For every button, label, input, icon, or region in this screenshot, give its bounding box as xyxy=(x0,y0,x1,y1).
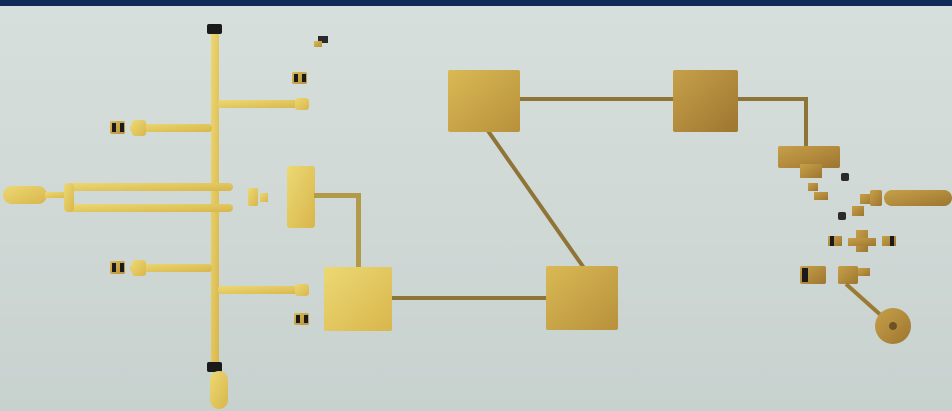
tap-small-pad-b xyxy=(260,193,268,202)
tap-block-trace xyxy=(314,193,360,198)
output-chip xyxy=(890,236,894,246)
tap-small-pad-a xyxy=(248,188,258,206)
spine-bottom-tail xyxy=(210,371,228,409)
output-chip xyxy=(870,190,882,206)
via-chip xyxy=(112,263,116,272)
output-chip xyxy=(841,173,849,181)
square-pad-bottom-right xyxy=(546,266,618,330)
input-feed-line xyxy=(45,192,70,198)
spine-bottom-pad xyxy=(207,362,222,372)
left-feed-network xyxy=(3,24,309,409)
upper-left-stub-head xyxy=(132,120,146,136)
vertical-spine-line xyxy=(211,30,219,370)
via-chip xyxy=(296,315,300,323)
output-chip xyxy=(860,194,874,204)
lower-left-stub-line xyxy=(130,264,212,272)
lower-stub-line xyxy=(218,286,308,294)
output-chip xyxy=(858,268,870,276)
trace-top-horizontal xyxy=(518,97,676,101)
spine-top-pad xyxy=(207,24,222,34)
square-pad-top-right xyxy=(673,70,738,132)
radial-stub-line xyxy=(844,282,886,320)
radial-stub-via xyxy=(889,322,897,330)
via-chip xyxy=(120,263,124,272)
tap-block xyxy=(287,166,315,228)
output-chip xyxy=(828,236,842,246)
via-chip xyxy=(120,123,124,132)
output-line xyxy=(884,190,952,206)
via-chip xyxy=(294,74,298,82)
t-junction-bar xyxy=(778,146,840,168)
via-chip xyxy=(314,41,322,47)
output-chip xyxy=(852,206,864,216)
trace-diagonal xyxy=(484,126,586,270)
trace-top-right-horizontal xyxy=(737,97,807,101)
output-chip xyxy=(802,268,808,282)
output-chip xyxy=(814,192,828,200)
output-chip xyxy=(882,236,896,246)
hairpin-arm-upper xyxy=(68,183,233,191)
via-chip xyxy=(318,36,328,43)
via-chip xyxy=(112,123,116,132)
square-pad-top-left xyxy=(448,70,520,132)
lower-left-stub-head xyxy=(132,260,146,276)
output-chip xyxy=(848,238,876,246)
trace-bottom-horizontal xyxy=(390,296,550,300)
via-chip xyxy=(302,74,306,82)
upper-left-stub-line xyxy=(130,124,212,132)
t-junction-stem xyxy=(800,164,822,178)
hairpin-arm-lower xyxy=(68,204,233,212)
middle-tap xyxy=(248,166,361,271)
upper-stub-end xyxy=(295,98,309,110)
via-components xyxy=(110,36,328,325)
output-chip xyxy=(838,266,858,284)
upper-stub-line xyxy=(218,100,308,108)
output-chip xyxy=(838,212,846,220)
output-chip xyxy=(830,236,834,246)
via-chip xyxy=(304,315,308,323)
output-chip xyxy=(808,183,818,191)
right-output-cluster xyxy=(778,146,952,344)
lower-stub-end xyxy=(295,284,309,296)
tap-vertical-trace xyxy=(356,193,361,271)
trace-right-vertical xyxy=(804,97,808,147)
square-pad-bottom-left xyxy=(324,267,392,331)
input-feed-pad xyxy=(3,186,47,204)
center-pad-network xyxy=(324,70,808,331)
hairpin-end xyxy=(64,183,74,212)
